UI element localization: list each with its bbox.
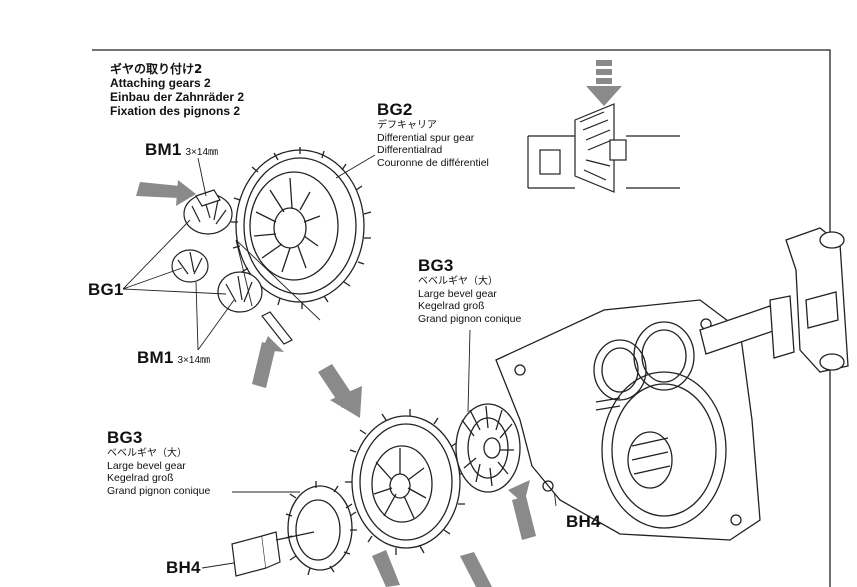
gearbox-housing	[495, 299, 761, 541]
bg3-left-name-fr: Grand pignon conique	[107, 484, 211, 497]
bg2-label: BG2 デフキャリア Differential spur gear Differ…	[377, 100, 489, 169]
step-title-fr: Fixation des pignons 2	[110, 104, 241, 119]
bg2-spur-gear	[231, 147, 372, 309]
arrow-top-icon	[586, 60, 622, 106]
step-title-jp: ギヤの取り付け2	[110, 62, 203, 76]
bg2-name-fr: Couronne de différentiel	[377, 156, 489, 169]
bg3-right-bevel-gear	[455, 403, 521, 493]
step-title-en: Attaching gears 2	[110, 76, 211, 91]
bm1-top-size: 3×14㎜	[185, 147, 219, 158]
bg2-name-de: Differentialrad	[377, 144, 443, 157]
bg3-left-bevel-gear	[285, 481, 357, 576]
leader-lines	[122, 154, 557, 569]
axle-upright	[699, 227, 849, 373]
bg3-left-code: BG3	[107, 428, 143, 447]
bg1-label: BG1	[88, 280, 124, 299]
bg2-name-en: Differential spur gear	[377, 131, 475, 144]
bg3-right-name-fr: Grand pignon conique	[418, 312, 522, 325]
step-title-block: ギヤの取り付け2 Attaching gears 2 Einbau der Za…	[110, 62, 244, 119]
bg3-right-name-de: Kegelrad groß	[418, 300, 485, 313]
arrow-diagonal-icon	[318, 364, 362, 418]
bg2-name-jp: デフキャリア	[377, 120, 437, 132]
bh4-right-label: BH4	[566, 512, 601, 531]
arrow-bottom-center-icon	[460, 552, 492, 587]
bg2-code: BG2	[377, 100, 413, 119]
bg3-right-code: BG3	[418, 256, 454, 275]
frame-border	[92, 49, 831, 587]
arrow-bottom-left-icon	[372, 550, 400, 587]
bg3-left-label: BG3 ベベルギヤ（大） Large bevel gear Kegelrad g…	[107, 428, 210, 497]
bg3-right-name-jp: ベベルギヤ（大）	[418, 276, 498, 288]
bg3-left-name-de: Kegelrad groß	[107, 472, 174, 485]
bm1-bottom-code: BM1	[137, 348, 174, 367]
arrow-bm1-top-icon	[136, 180, 196, 206]
bg3-left-name-jp: ベベルギヤ（大）	[107, 448, 187, 460]
bm1-bottom-size: 3×14㎜	[177, 355, 211, 366]
bg3-right-label: BG3 ベベルギヤ（大） Large bevel gear Kegelrad g…	[418, 256, 521, 325]
lower-spur-gear	[345, 409, 468, 555]
bm1-shafts	[195, 189, 293, 345]
bh4-left-part	[231, 531, 315, 577]
arrow-bm1-bottom-icon	[252, 336, 284, 388]
step-title-de: Einbau der Zahnräder 2	[110, 90, 245, 105]
arrow-bottom-right-icon	[508, 480, 536, 540]
bg3-left-name-en: Large bevel gear	[107, 459, 186, 472]
bm1-top-code: BM1	[145, 140, 182, 159]
bevel-gear-detail-inset	[527, 103, 680, 193]
bh4-bottom-label: BH4	[166, 558, 201, 577]
bg3-right-name-en: Large bevel gear	[418, 287, 497, 300]
